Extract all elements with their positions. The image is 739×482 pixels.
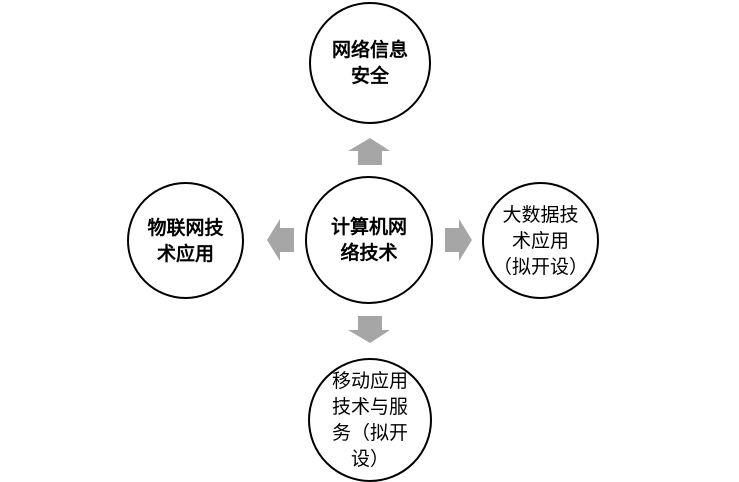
node-text: 计算机网 [330, 216, 407, 238]
node-big-data: 大数据技术应用 （拟开设） [482, 182, 599, 299]
arrow-down [348, 316, 390, 343]
node-text: 络技术 [340, 242, 398, 264]
node-text: 安全 [350, 65, 389, 87]
node-text: 物联网技 [147, 216, 224, 239]
node-text: 大数据技 [502, 203, 579, 226]
center-node-computer-network: 计算机网络技术 [305, 176, 433, 304]
node-text: 移动应用 [331, 370, 408, 392]
node-network-security: 网络信息安全 [309, 2, 431, 124]
node-iot: 物联网技术应用 [127, 182, 244, 299]
node-mobile-app: 移动应用技术与服务（拟开设） [308, 358, 432, 482]
arrow-left [267, 219, 294, 261]
node-text: 网络信息 [331, 39, 408, 61]
node-text: 术应用 [156, 242, 214, 265]
node-text: （拟开设） [492, 255, 588, 278]
node-text: 设） [350, 448, 389, 470]
arrow-up [348, 138, 390, 165]
arrow-right [445, 219, 472, 261]
node-text: 术应用 [511, 229, 569, 252]
node-text: 技术与服 [331, 396, 408, 418]
node-text: 务（拟开 [331, 422, 408, 444]
